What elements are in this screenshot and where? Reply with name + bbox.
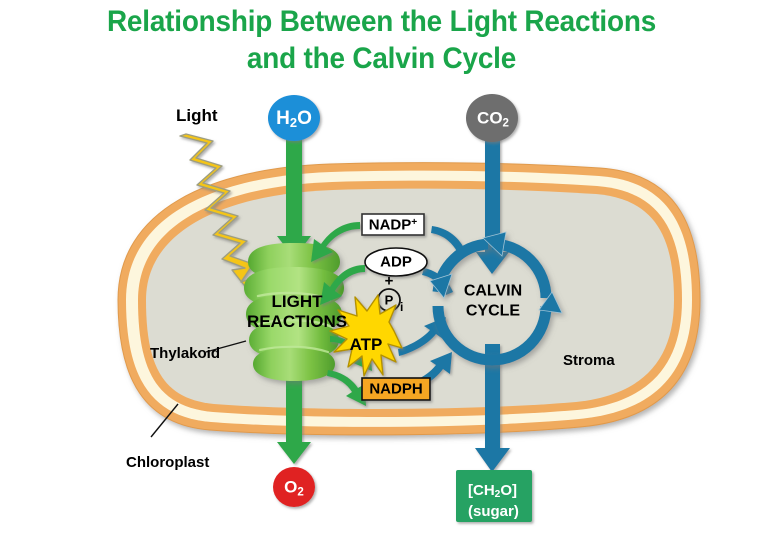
water-to-light-reactions-arrow [277,118,311,258]
chloroplast-label: Chloroplast [126,454,210,471]
adp-label: ADP [380,253,412,271]
co2-node[interactable] [466,94,518,142]
nadp-plus-return-arrow [311,222,360,262]
sugar-formula: [CH2O] [468,482,518,501]
thylakoid-leader-line [205,340,247,353]
adp-badge[interactable] [364,247,428,277]
sugar-label: [CH2O] (sugar) [468,481,519,521]
nadp-superscript: + [411,217,418,229]
sugar-subscript: 2 [494,489,501,501]
nadp-plus-badge[interactable] [361,213,425,236]
adp-return-arrow [320,265,365,305]
nadp-plus-label: NADP+ [368,216,418,234]
light-reactions-line-2: REACTIONS [246,312,348,331]
atp-production-arrow [330,336,372,371]
nadph-badge[interactable] [361,377,431,401]
nadph-label: NADPH [369,380,423,398]
plus-sign-label: + [384,272,394,290]
thylakoid-label: Thylakoid [150,345,221,362]
calvin-cycle-line-2: CYCLE [465,302,521,319]
calvin-cycle-ring [429,231,563,366]
phosphate-letter: P [384,292,394,308]
water-node[interactable] [268,95,320,141]
phosphate-subscript: i [400,300,404,314]
oxygen-label: O2 [284,477,304,499]
oxygen-node[interactable] [273,467,315,507]
sugar-node[interactable] [456,470,532,522]
calvin-to-nadp-arrow [431,226,466,255]
oxygen-subscript: 2 [297,486,304,499]
calvin-to-sugar-arrow [475,344,510,472]
stroma-label: Stroma [563,352,615,369]
co2-subscript: 2 [502,117,509,130]
water-subscript: 2 [289,114,298,130]
calvin-cycle-line-1: CALVIN [463,282,523,300]
calvin-cycle-label: CALVIN CYCLE [464,281,522,320]
light-reactions-label: LIGHT REACTIONS [247,292,347,332]
light-reactions-line-1: LIGHT [271,291,323,311]
water-label: H2O [276,108,312,130]
sugar-word: (sugar) [468,502,519,520]
co2-to-calvin-arrow [476,128,509,274]
atp-starburst[interactable] [329,294,403,377]
co2-label: CO2 [477,108,509,130]
light-reactions-to-oxygen-arrow [277,352,311,464]
chloroplast-leader-line [150,403,179,438]
atp-to-calvin-arrow [398,317,446,356]
light-label: Light [176,106,218,125]
atp-label: ATP [349,335,383,354]
nadph-production-arrow [327,370,366,406]
